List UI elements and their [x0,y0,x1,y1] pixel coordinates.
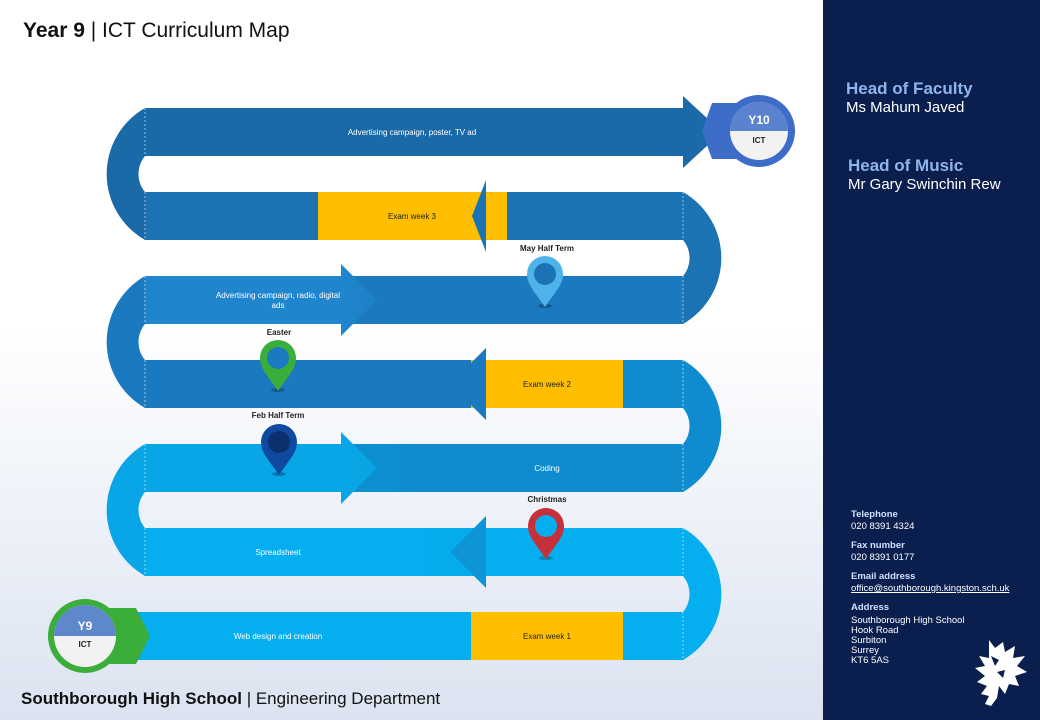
head-of-faculty-label: Head of Faculty [846,79,973,98]
unit-web-design: Web design and creation [234,632,322,641]
lane-4-left [145,360,471,408]
exam-week-2-block [471,360,623,408]
griffin-logo-icon [975,640,1027,706]
y9-subject: ICT [79,640,92,649]
unit-exam-week-3: Exam week 3 [388,212,437,221]
page-title: Year 9 | ICT Curriculum Map [23,19,290,42]
telephone-label: Telephone [851,509,898,520]
address-line: Hook Road [851,625,899,636]
y10-label: Y10 [748,113,770,127]
unit-advertising-radio-line-1: Advertising campaign, radio, digital [216,291,340,300]
lane-6-arrow [450,516,486,588]
title-subject: ICT Curriculum Map [102,19,290,42]
unit-advertising-radio-line-2: ads [272,301,285,310]
unit-advertising-tv: Advertising campaign, poster, TV ad [348,128,476,137]
footer-school: Southborough High School [21,689,242,708]
head-of-music-label: Head of Music [848,156,964,175]
fax-label: Fax number [851,540,905,551]
address-line: Surrey [851,645,879,656]
pin-feb-label: Feb Half Term [252,411,305,420]
road-bend-right-1 [683,192,722,324]
lane-boundaries [144,108,684,660]
road-bend-right-2 [683,360,722,492]
address-line: KT6 5AS [851,655,890,666]
head-of-faculty-name: Ms Mahum Javed [846,99,965,116]
address-line: Surbiton [851,635,887,646]
y9-label: Y9 [78,619,93,633]
lane-2-arrow [472,180,486,252]
email-label: Email address [851,571,916,582]
lane-5-fade [341,444,411,492]
pin-christmas-label: Christmas [527,495,567,504]
title-year: Year 9 [23,19,85,42]
unit-exam-week-1: Exam week 1 [523,632,572,641]
pin-christmas: Christmas [527,495,567,560]
exam-week-1-block [471,612,623,660]
telephone-value: 020 8391 4324 [851,521,915,532]
email-link[interactable]: office@southborough.kingston.sch.uk [851,583,1010,594]
y10-subject: ICT [753,136,766,145]
lane-1 [145,108,683,156]
unit-spreadsheet: Spreadsheet [255,548,301,557]
y10-badge: Y10 ICT [702,95,795,167]
staff-sidebar: Head of Faculty Ms Mahum Javed Head of M… [823,0,1040,720]
lane-5-left [145,444,341,492]
address-label: Address [851,602,890,613]
fax-value: 020 8391 0177 [851,552,915,563]
pin-easter: Easter [260,328,296,392]
lane-6 [145,528,683,576]
road-bend-left-2 [106,276,145,408]
head-of-music-name: Mr Gary Swinchin Rew [848,176,1001,193]
pin-may-half-term: May Half Term [520,244,574,308]
road-bend-left-1 [106,108,145,240]
lane-4-arrow [450,348,486,420]
footer-department: Engineering Department [255,689,441,708]
pin-easter-label: Easter [267,328,291,337]
unit-exam-week-2: Exam week 2 [523,380,572,389]
unit-coding: Coding [534,464,559,473]
address-line: Southborough High School [851,615,965,626]
roadmap-diagram: Advertising campaign, poster, TV ad Exam… [48,95,795,673]
lane-3-fade [341,276,401,324]
road-bend-left-3 [106,444,145,576]
page-footer: Southborough High School | Engineering D… [21,689,441,708]
pin-may-label: May Half Term [520,244,574,253]
y9-badge: Y9 ICT [48,599,150,673]
pin-feb-half-term: Feb Half Term [252,411,305,476]
lane-3-segment [145,276,341,324]
road-bend-right-3 [683,528,722,660]
